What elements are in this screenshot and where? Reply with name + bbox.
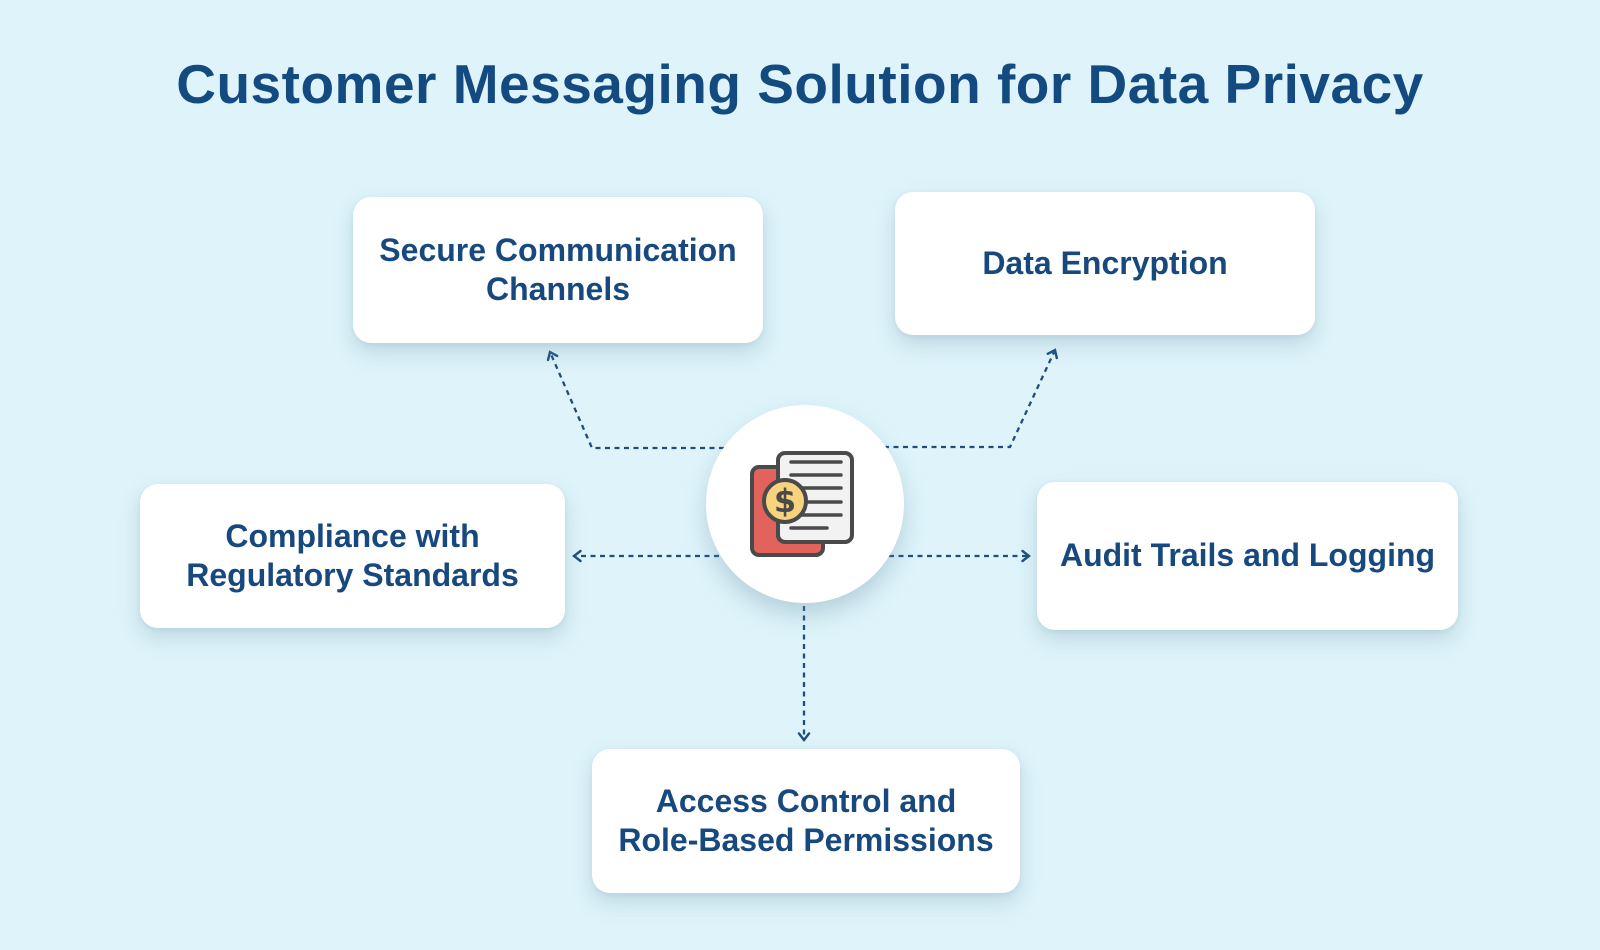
node-secure-communication-channels: Secure Communication Channels [353,197,763,343]
connector-to-secure-communication [546,350,724,450]
node-label-line: Regulatory Standards [186,557,519,593]
node-label-line: Access Control and [655,782,957,819]
node-label-line: Audit Trails and Logging [1059,537,1436,574]
dollar-coin-shape [762,478,808,524]
node-label-line: Role-Based Permissions [618,822,994,858]
node-data-encryption: Data Encryption [895,192,1315,335]
node-label-line: Compliance with [225,517,480,554]
node-label-line: Channels [485,271,631,307]
node-label-line: Secure Communication [379,231,737,268]
dollar-sign-glyph: $ [774,482,796,520]
connector-to-data-encryption [884,348,1059,449]
node-access-control-role-based-permissions: Access Control and Role-Based Permission… [592,749,1020,893]
billing-documents-dollar-icon: $ [750,451,854,557]
node-label-line: Data Encryption [982,244,1228,281]
node-compliance-regulatory-standards: Compliance with Regulatory Standards [140,484,565,628]
central-hub: $ [706,405,904,603]
node-audit-trails-and-logging: Audit Trails and Logging [1037,482,1458,630]
page-title: Customer Messaging Solution for Data Pri… [176,53,1424,115]
